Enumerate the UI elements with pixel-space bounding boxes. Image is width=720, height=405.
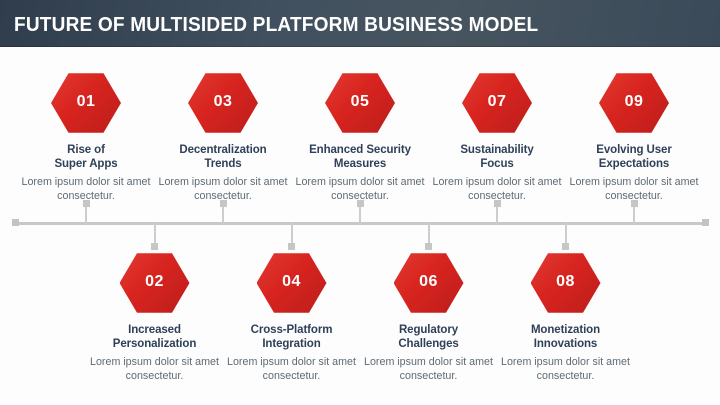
item-number: 03 bbox=[213, 93, 233, 110]
timeline-stem-dot-02 bbox=[151, 243, 158, 250]
item-description: Lorem ipsum dolor sit amet consectetur. bbox=[158, 176, 288, 202]
timeline-stem-dot-08 bbox=[562, 243, 569, 250]
item-description: Lorem ipsum dolor sit amet consectetur. bbox=[432, 176, 562, 202]
hexagon-badge-05[interactable]: 05 bbox=[325, 72, 395, 134]
item-title-line2: Trends bbox=[204, 158, 242, 170]
item-description: Lorem ipsum dolor sit amet consectetur. bbox=[295, 176, 425, 202]
timeline-stem-dot-09 bbox=[630, 200, 638, 207]
timeline-stem-dot-06 bbox=[425, 243, 432, 250]
timeline-stem-08 bbox=[564, 222, 567, 245]
item-number: 05 bbox=[350, 93, 370, 110]
item-title-line1: Evolving User bbox=[596, 144, 672, 156]
timeline-stem-05 bbox=[359, 203, 361, 224]
item-description: Lorem ipsum dolor sit amet consectetur. bbox=[90, 356, 219, 382]
item-title-line2: Expectations bbox=[598, 158, 670, 170]
item-description: Lorem ipsum dolor sit amet consectetur. bbox=[227, 356, 356, 382]
item-title-line1: Cross-Platform bbox=[250, 324, 333, 336]
hexagon-badge-09[interactable]: 09 bbox=[599, 72, 669, 134]
item-number: 04 bbox=[282, 273, 301, 290]
hexagon-icon: 03 bbox=[188, 73, 258, 133]
item-title-line2: Personalization bbox=[112, 338, 197, 350]
timeline-stem-dot-01 bbox=[82, 200, 90, 207]
timeline-stem-dot-05 bbox=[356, 200, 364, 207]
item-number: 06 bbox=[419, 273, 438, 290]
hexagon-icon: 04 bbox=[256, 253, 327, 313]
item-title-line2: Measures bbox=[333, 158, 387, 170]
timeline-stem-04 bbox=[290, 222, 293, 245]
item-title-line2: Integration bbox=[262, 338, 321, 350]
timeline-right-cap-dot bbox=[702, 219, 709, 226]
page-title: FUTURE OF MULTISIDED PLATFORM BUSINESS M… bbox=[14, 13, 539, 36]
hexagon-icon: 07 bbox=[462, 73, 532, 133]
hexagon-badge-08[interactable]: 08 bbox=[530, 252, 601, 314]
item-number: 09 bbox=[624, 93, 644, 110]
timeline-stem-01 bbox=[85, 203, 87, 224]
hexagon-icon: 06 bbox=[393, 253, 464, 313]
item-title-line1: Enhanced Security bbox=[309, 144, 411, 156]
hexagon-icon: 01 bbox=[51, 73, 121, 133]
item-description: Lorem ipsum dolor sit amet consectetur. bbox=[501, 356, 630, 382]
item-title-line2: Super Apps bbox=[54, 158, 118, 170]
item-number: 01 bbox=[76, 93, 96, 110]
item-title-line1: Decentralization bbox=[179, 144, 267, 156]
hexagon-badge-07[interactable]: 07 bbox=[462, 72, 532, 134]
item-description: Lorem ipsum dolor sit amet consectetur. bbox=[569, 176, 699, 202]
item-title-line1: Monetization bbox=[530, 324, 601, 336]
header-bar: FUTURE OF MULTISIDED PLATFORM BUSINESS M… bbox=[0, 0, 720, 47]
hexagon-badge-06[interactable]: 06 bbox=[393, 252, 464, 314]
hexagon-badge-04[interactable]: 04 bbox=[256, 252, 327, 314]
timeline-stem-dot-03 bbox=[219, 200, 227, 207]
item-title-line1: Sustainability bbox=[460, 144, 534, 156]
item-description: Lorem ipsum dolor sit amet consectetur. bbox=[21, 176, 151, 202]
item-title-line1: Rise of bbox=[67, 144, 105, 156]
item-number: 07 bbox=[487, 93, 507, 110]
timeline-stem-06 bbox=[427, 222, 430, 245]
timeline-stem-03 bbox=[222, 203, 224, 224]
hexagon-badge-02[interactable]: 02 bbox=[119, 252, 190, 314]
timeline-stem-dot-04 bbox=[288, 243, 295, 250]
hexagon-icon: 09 bbox=[599, 73, 669, 133]
item-title-line1: Regulatory bbox=[398, 324, 459, 336]
item-number: 02 bbox=[145, 273, 164, 290]
item-title: Rise of Super Apps bbox=[10, 143, 162, 171]
timeline-stem-02 bbox=[153, 222, 156, 245]
timeline-stem-dot-07 bbox=[493, 200, 501, 207]
hexagon-icon: 08 bbox=[530, 253, 601, 313]
item-description: Lorem ipsum dolor sit amet consectetur. bbox=[364, 356, 493, 382]
hexagon-badge-01[interactable]: 01 bbox=[51, 72, 121, 134]
item-number: 08 bbox=[556, 273, 575, 290]
item-title-line2: Focus bbox=[480, 158, 514, 170]
timeline-left-cap-dot bbox=[12, 219, 19, 226]
hexagon-icon: 02 bbox=[119, 253, 190, 313]
hexagon-icon: 05 bbox=[325, 73, 395, 133]
item-title-line1: Increased bbox=[128, 324, 181, 336]
timeline-stem-09 bbox=[633, 203, 635, 224]
item-title-line2: Innovations bbox=[533, 338, 598, 350]
hexagon-badge-03[interactable]: 03 bbox=[188, 72, 258, 134]
item-title-line2: Challenges bbox=[398, 338, 459, 350]
timeline-stem-07 bbox=[496, 203, 498, 224]
